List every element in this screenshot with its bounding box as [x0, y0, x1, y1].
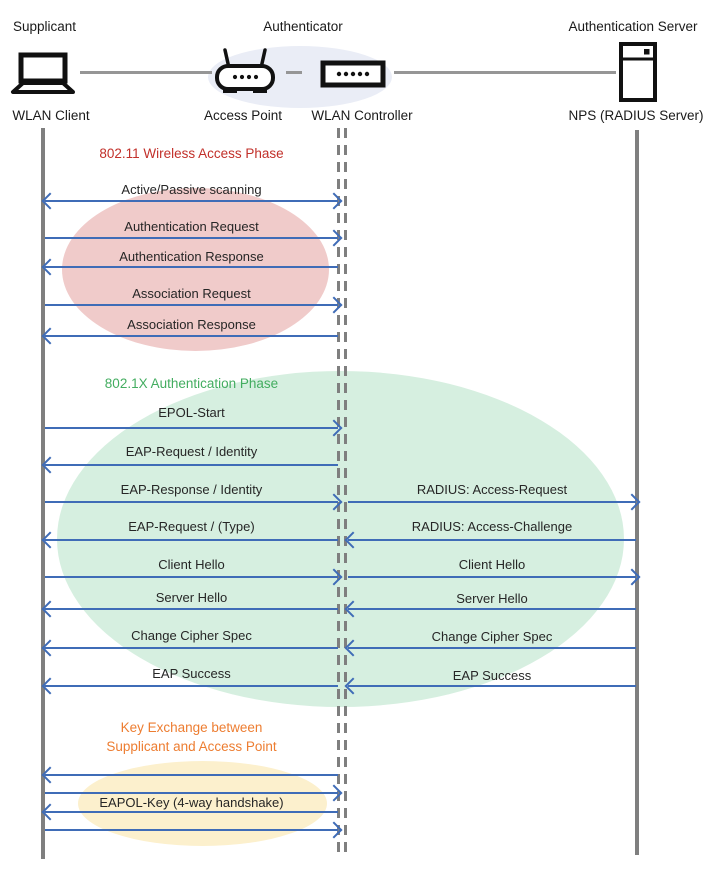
- message-arrow: [45, 792, 338, 794]
- message-label: EAP-Request / (Type): [128, 519, 255, 534]
- message-arrow: [45, 304, 338, 306]
- nps-radius-server-label: NPS (RADIUS Server): [568, 108, 704, 123]
- phase2-title: 802.1X Authentication Phase: [104, 376, 279, 391]
- wlan-controller-label: WLAN Controller: [311, 108, 413, 123]
- message-arrow: [45, 608, 338, 610]
- message-arrow: [45, 685, 338, 687]
- message-arrow: [348, 539, 636, 541]
- message-label: Association Response: [127, 317, 256, 332]
- message-label: EAP Success: [152, 666, 231, 681]
- message-arrow: [45, 539, 338, 541]
- message-arrow: [45, 266, 338, 268]
- phase1-title: 802.11 Wireless Access Phase: [99, 146, 284, 161]
- server-icon: [619, 42, 657, 102]
- message-label: Client Hello: [158, 557, 225, 572]
- message-label: Authentication Request: [124, 219, 259, 234]
- message-label: EAPOL-Key (4-way handshake): [99, 795, 284, 810]
- message-label: Association Request: [132, 286, 251, 301]
- phase3-title-line2: Supplicant and Access Point: [106, 739, 277, 754]
- message-label: Active/Passive scanning: [121, 182, 262, 197]
- auth-server-role-label: Authentication Server: [568, 19, 698, 34]
- message-arrow: [348, 608, 636, 610]
- message-arrow: [45, 811, 338, 813]
- message-arrow: [45, 576, 338, 578]
- message-label: Server Hello: [456, 591, 528, 606]
- message-arrow: [45, 200, 338, 202]
- link-controller-server: [394, 71, 616, 74]
- supplicant-lifeline: [41, 128, 45, 859]
- access-point-icon: [215, 48, 275, 93]
- phase3-title-line1: Key Exchange between: [120, 720, 263, 735]
- wlan-client-label: WLAN Client: [12, 108, 90, 123]
- auth-server-lifeline: [635, 130, 639, 855]
- message-arrow: [348, 685, 636, 687]
- phase1-ellipse: [62, 188, 329, 351]
- authenticator-lifeline-right: [344, 128, 347, 854]
- authenticator-role-label: Authenticator: [263, 19, 343, 34]
- link-client-ap: [80, 71, 212, 74]
- message-arrow: [45, 237, 338, 239]
- message-label: Server Hello: [155, 590, 228, 605]
- message-arrow: [45, 774, 338, 776]
- message-arrow: [45, 501, 338, 503]
- message-label: Change Cipher Spec: [131, 628, 252, 643]
- authenticator-lifeline-left: [337, 128, 340, 854]
- message-arrow: [348, 576, 636, 578]
- message-arrow: [45, 647, 338, 649]
- message-arrow: [45, 464, 338, 466]
- message-label: EAP-Response / Identity: [120, 482, 263, 497]
- supplicant-role-label: Supplicant: [13, 19, 77, 34]
- message-arrow: [45, 427, 338, 429]
- laptop-icon: [11, 52, 75, 94]
- message-arrow: [45, 335, 338, 337]
- message-arrow: [45, 829, 338, 831]
- message-label: RADIUS: Access-Request: [416, 482, 568, 497]
- wlan-controller-icon: [320, 60, 386, 88]
- message-arrow: [348, 647, 636, 649]
- message-label: EAP-Request / Identity: [125, 444, 258, 459]
- access-point-label: Access Point: [203, 108, 283, 123]
- message-label: EAP Success: [452, 668, 532, 683]
- message-label: EPOL-Start: [158, 405, 225, 420]
- message-label: RADIUS: Access-Challenge: [411, 519, 573, 534]
- message-label: Authentication Response: [119, 249, 264, 264]
- message-arrow: [348, 501, 636, 503]
- message-label: Client Hello: [458, 557, 526, 572]
- message-label: Change Cipher Spec: [431, 629, 553, 644]
- link-ap-controller: [286, 71, 302, 74]
